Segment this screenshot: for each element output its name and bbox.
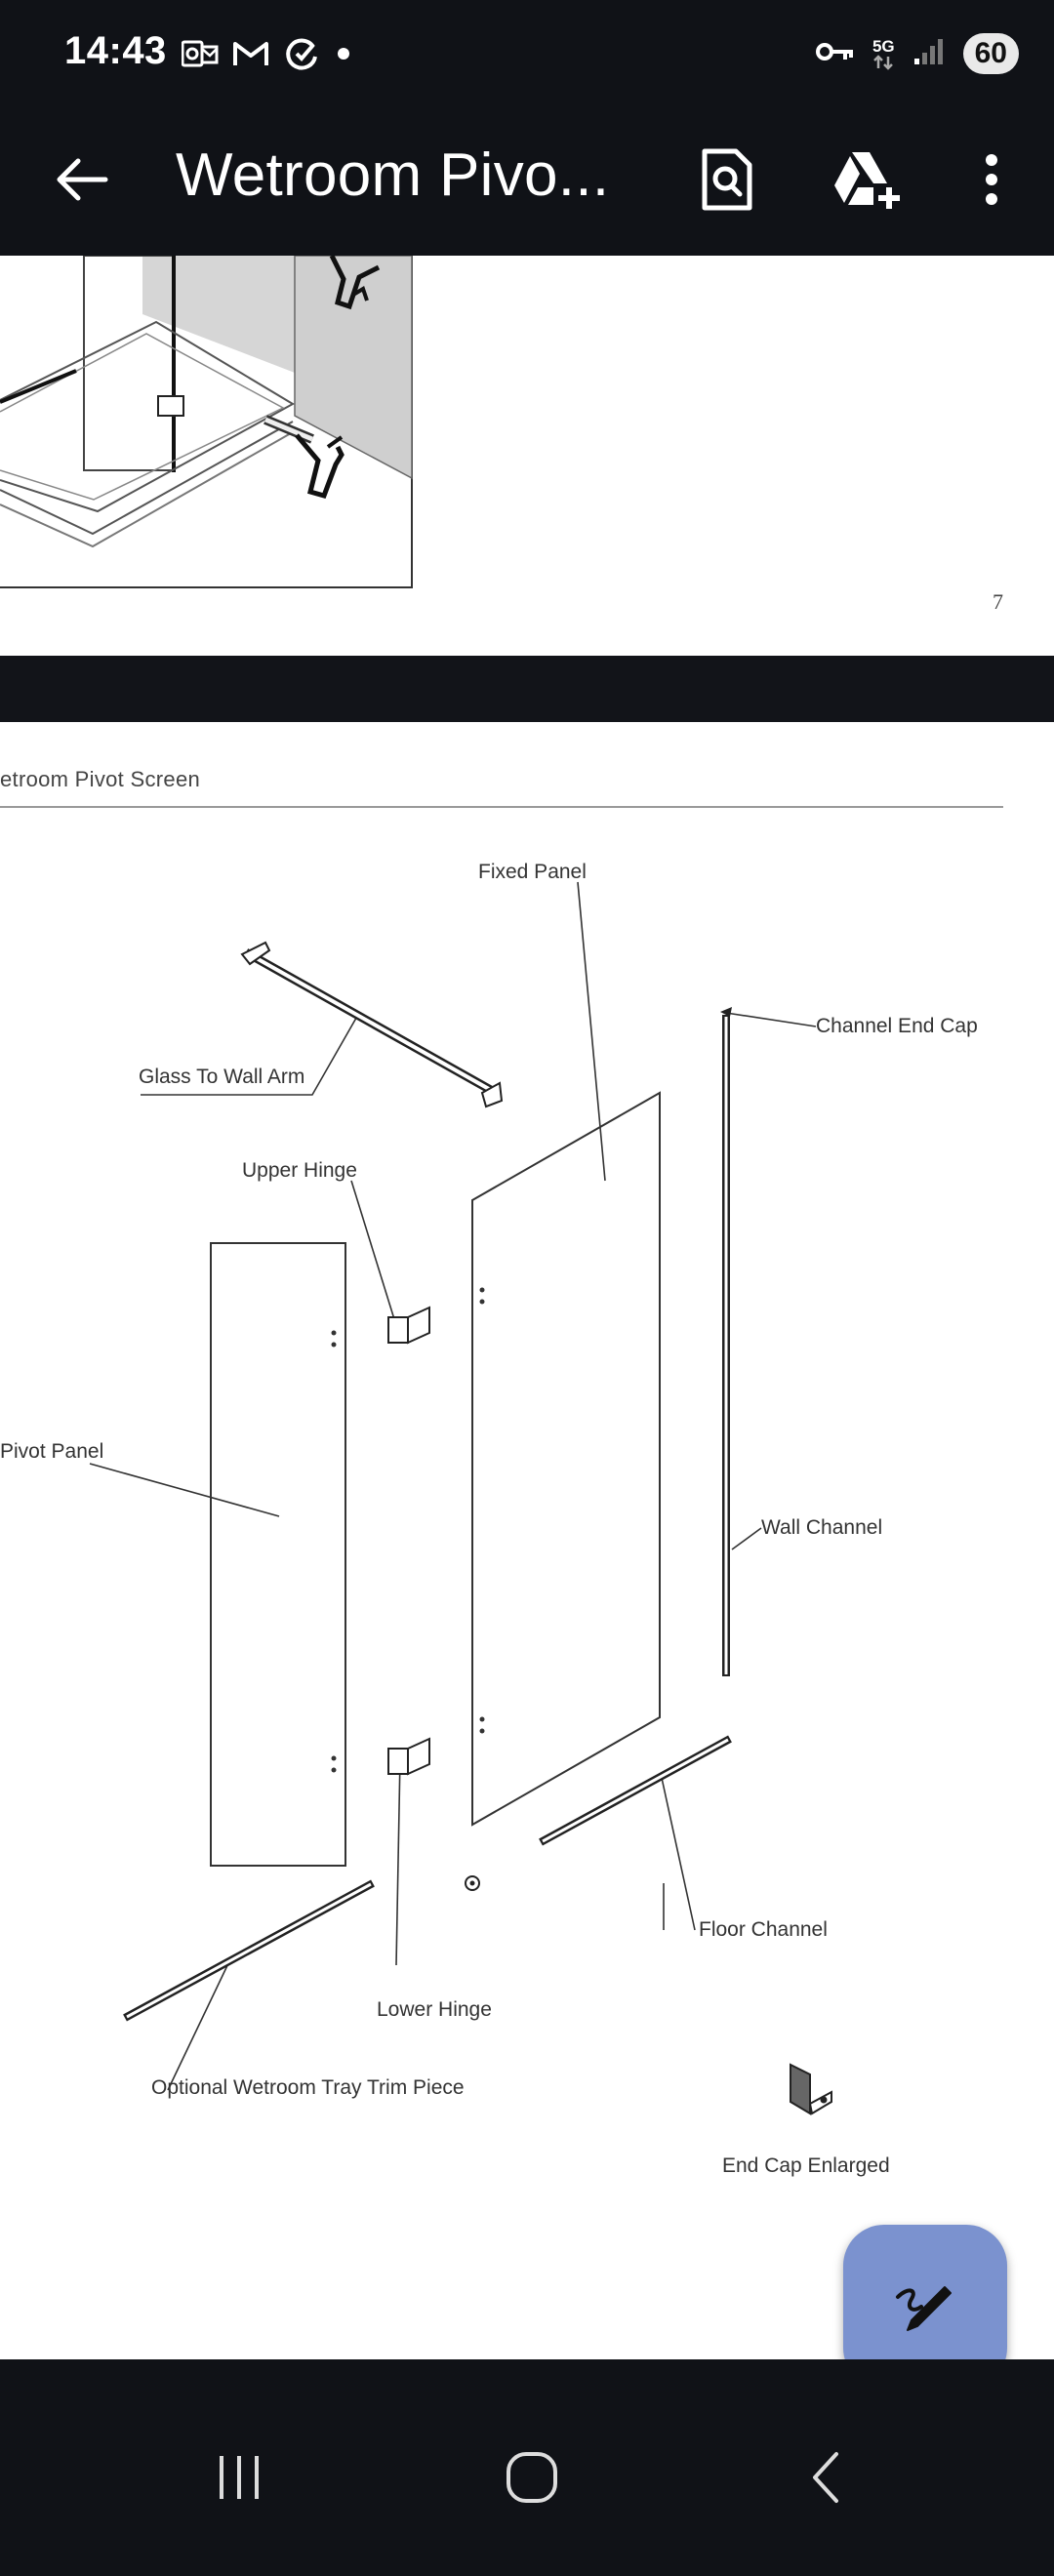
label-pivot-panel: Pivot Panel bbox=[0, 1440, 104, 1463]
label-wall-channel: Wall Channel bbox=[761, 1516, 883, 1539]
recent-apps-icon bbox=[212, 2450, 266, 2510]
signal-icon bbox=[912, 37, 946, 71]
status-time: 14:43 bbox=[64, 29, 167, 72]
back-nav-button[interactable] bbox=[773, 2426, 880, 2533]
label-floor-channel: Floor Channel bbox=[699, 1918, 828, 1941]
document-viewport[interactable]: 7 etroom Pivot Screen bbox=[0, 256, 1054, 2359]
label-channel-end-cap: Channel End Cap bbox=[816, 1015, 978, 1037]
page-number: 7 bbox=[993, 589, 1003, 614]
header-rule bbox=[0, 806, 1003, 808]
google-drive-button[interactable] bbox=[826, 141, 908, 222]
status-bar: 14:43 5G 60 bbox=[0, 0, 1054, 113]
document-title: Wetroom Pivo... bbox=[176, 141, 610, 209]
app-bar: Wetroom Pivo... bbox=[0, 113, 1054, 256]
network-type: 5G bbox=[872, 36, 895, 56]
edit-pen-icon bbox=[890, 2270, 960, 2345]
sync-icon bbox=[283, 35, 320, 77]
battery-badge: 60 bbox=[962, 33, 1019, 74]
google-drive-add-icon bbox=[831, 148, 903, 216]
current-page: etroom Pivot Screen bbox=[0, 722, 1054, 2359]
recent-apps-button[interactable] bbox=[185, 2426, 293, 2533]
exploded-parts-diagram bbox=[89, 881, 832, 2115]
vpn-key-icon bbox=[815, 40, 855, 68]
label-lower-hinge: Lower Hinge bbox=[377, 1998, 492, 2021]
notification-icons bbox=[181, 35, 353, 77]
more-vert-icon bbox=[984, 152, 999, 212]
more-options-button[interactable] bbox=[962, 144, 1021, 219]
home-icon bbox=[503, 2448, 561, 2512]
system-status-icons: 5G 60 bbox=[815, 33, 1019, 74]
back-arrow-icon bbox=[55, 156, 109, 208]
installation-illustration bbox=[0, 256, 413, 588]
label-upper-hinge: Upper Hinge bbox=[242, 1159, 357, 1182]
glass-to-wall-arm-drawing bbox=[240, 941, 504, 1108]
navigation-bar bbox=[0, 2359, 1054, 2576]
label-fixed-panel: Fixed Panel bbox=[478, 861, 587, 883]
dot-icon bbox=[334, 44, 353, 68]
previous-page: 7 bbox=[0, 256, 1054, 656]
label-end-cap-enlarged: End Cap Enlarged bbox=[722, 2154, 890, 2177]
label-glass-to-wall-arm: Glass To Wall Arm bbox=[139, 1066, 305, 1088]
gmail-icon bbox=[232, 39, 269, 73]
back-button[interactable] bbox=[47, 146, 117, 217]
search-document-icon bbox=[699, 147, 753, 217]
home-button[interactable] bbox=[478, 2426, 586, 2533]
outlook-icon bbox=[181, 39, 219, 73]
label-tray-trim: Optional Wetroom Tray Trim Piece bbox=[151, 2076, 465, 2099]
page-header: etroom Pivot Screen bbox=[0, 767, 201, 791]
network-indicator: 5G bbox=[872, 38, 895, 70]
back-nav-icon bbox=[803, 2448, 850, 2512]
search-document-button[interactable] bbox=[689, 144, 763, 219]
